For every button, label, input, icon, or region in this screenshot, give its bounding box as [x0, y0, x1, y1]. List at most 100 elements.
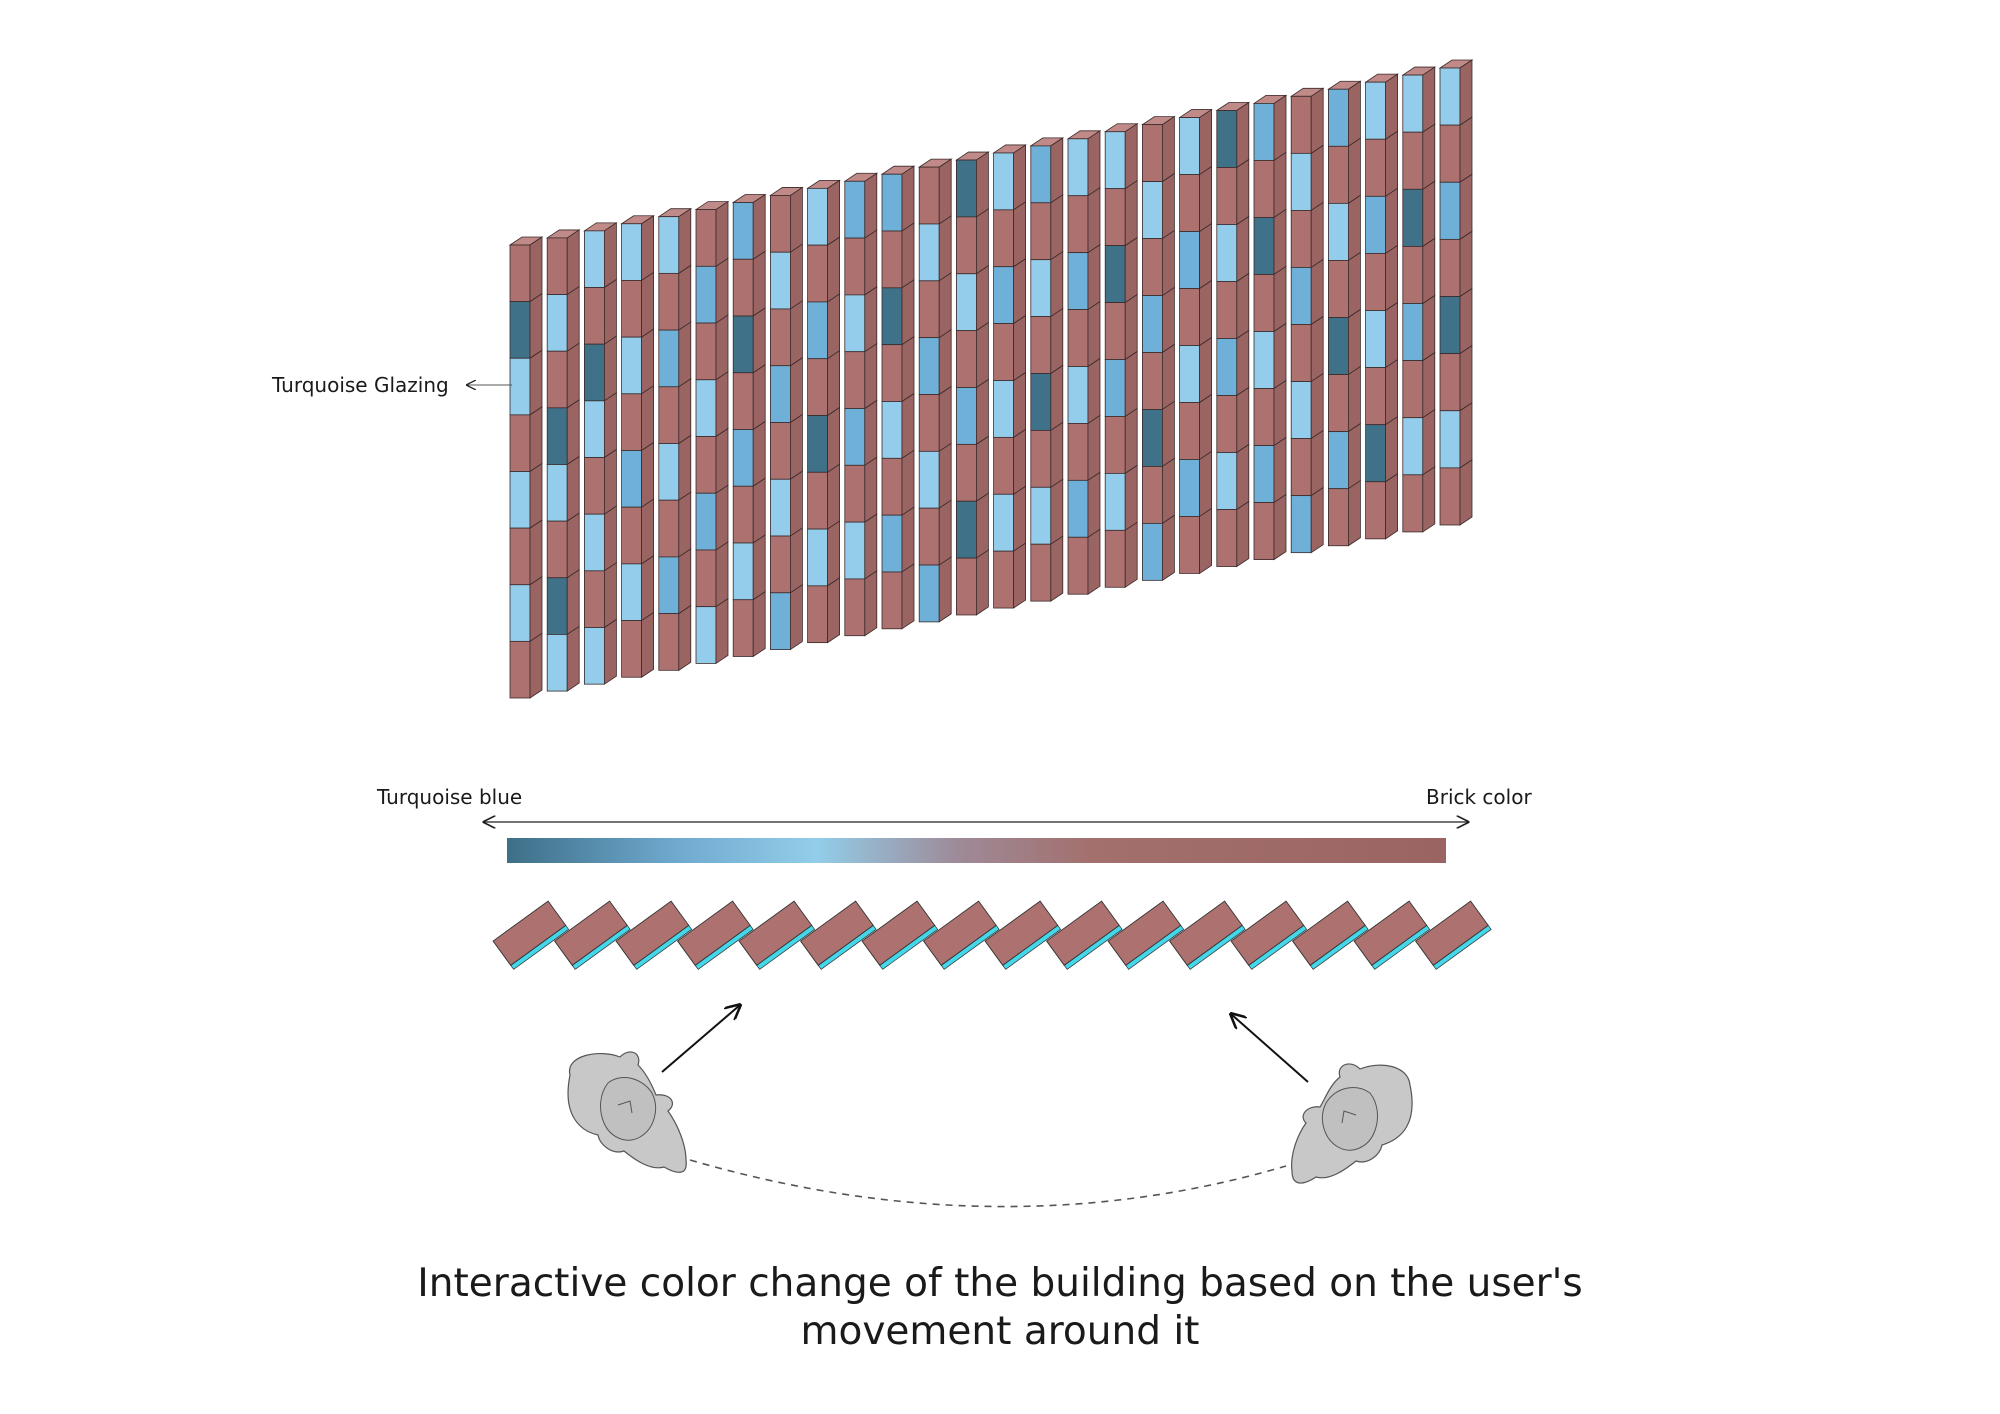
brick-face [918, 166, 940, 225]
brick-side-face [1013, 542, 1026, 609]
brick-face [918, 280, 940, 339]
brick-side-face [1162, 514, 1175, 582]
brick-side-face [1236, 329, 1250, 397]
brick-face [1290, 210, 1312, 268]
brick-side-face [715, 427, 729, 494]
brick-side-face [1087, 243, 1101, 311]
brick-face [546, 237, 568, 295]
facade-column [657, 207, 693, 672]
rotated-brick-plan [1353, 900, 1431, 970]
brick-side-face [604, 505, 617, 572]
glazing-face [807, 415, 828, 473]
brick-side-face [1273, 436, 1287, 504]
brick-side-face [678, 378, 692, 445]
brick-face [1179, 402, 1200, 460]
brick-face [1104, 188, 1126, 247]
glazing-face [844, 521, 866, 580]
brick-side-face [1348, 308, 1361, 376]
brick-face [844, 578, 866, 637]
brick-side-face [1385, 358, 1398, 426]
brick-side-face [1199, 279, 1212, 347]
brick-face [695, 209, 717, 267]
brick-side-face [901, 279, 915, 346]
brick-side-face [1050, 250, 1064, 318]
brick-side-face [864, 570, 878, 637]
brick-side-face [529, 462, 543, 529]
brick-face [807, 358, 828, 416]
brick-face [1328, 488, 1349, 547]
brick-side-face [1124, 122, 1138, 190]
glazing-face [1402, 74, 1424, 133]
brick-side-face [1162, 286, 1175, 354]
glazing-face [770, 478, 791, 537]
brick-face [1104, 529, 1126, 588]
glazing-face [1216, 452, 1238, 510]
brick-side-face [1162, 229, 1175, 297]
brick-side-face [1162, 343, 1175, 411]
glazing-face [1290, 152, 1312, 211]
glazing-face [732, 542, 754, 601]
brick-face [732, 258, 754, 317]
brick-face [509, 414, 531, 472]
brick-face [1290, 438, 1312, 497]
glazing-face [1328, 317, 1349, 375]
brick-face [844, 464, 866, 523]
brick-body [799, 900, 874, 966]
brick-side-face [1162, 400, 1175, 468]
glazing-face [1067, 366, 1089, 424]
brick-side-face [976, 321, 989, 389]
facade-column [955, 151, 990, 616]
brick-side-face [827, 406, 840, 474]
brick-side-face [1199, 450, 1212, 518]
brick-face [881, 457, 903, 516]
brick-side-face [938, 385, 952, 453]
brick-face [621, 620, 642, 678]
brick-side-face [901, 563, 915, 630]
brick-face [621, 280, 642, 338]
brick-side-face [715, 484, 729, 551]
glazing-face [1290, 495, 1312, 554]
brick-side-face [1422, 237, 1436, 305]
brick-face [1142, 124, 1163, 183]
facade-column [545, 229, 581, 692]
right-view-direction-arrow [1231, 1014, 1309, 1083]
brick-face [1067, 423, 1089, 481]
glazing-face [584, 400, 605, 458]
brick-side-face [1087, 186, 1101, 254]
rotated-brick-plan [861, 900, 939, 970]
brick-side-face [901, 449, 915, 516]
brick-side-face [790, 186, 803, 253]
brick-side-face [641, 328, 654, 395]
brick-side-face [1348, 137, 1361, 205]
brick-face [956, 557, 977, 616]
facade-column [1252, 94, 1288, 561]
brick-face [658, 272, 680, 331]
glazing-face [584, 513, 605, 572]
brick-face [1290, 324, 1312, 382]
brick-side-face [1050, 421, 1064, 489]
brick-face [1402, 360, 1424, 419]
brick-face [918, 507, 940, 566]
brick-side-face [1087, 357, 1101, 425]
brick-side-face [529, 576, 543, 643]
rotated-brick-plan [615, 900, 693, 970]
brick-face [1402, 131, 1424, 190]
brick-face [770, 308, 791, 367]
brick-side-face [976, 378, 989, 446]
brick-side-face [1236, 158, 1250, 226]
glazing-face [1253, 445, 1275, 503]
glazing-face [1439, 67, 1461, 126]
brick-side-face [1385, 130, 1398, 198]
brick-side-face [976, 265, 989, 332]
glazing-face [695, 492, 717, 551]
brick-side-face [1087, 471, 1101, 539]
brick-side-face [1310, 486, 1324, 554]
brick-body [1414, 900, 1489, 966]
brick-body [984, 900, 1059, 966]
brick-side-face [1087, 300, 1101, 368]
glazing-face [695, 265, 717, 324]
brick-side-face [529, 292, 543, 359]
glazing-face [807, 301, 828, 360]
brick-side-face [715, 371, 729, 438]
brick-side-face [752, 307, 766, 374]
